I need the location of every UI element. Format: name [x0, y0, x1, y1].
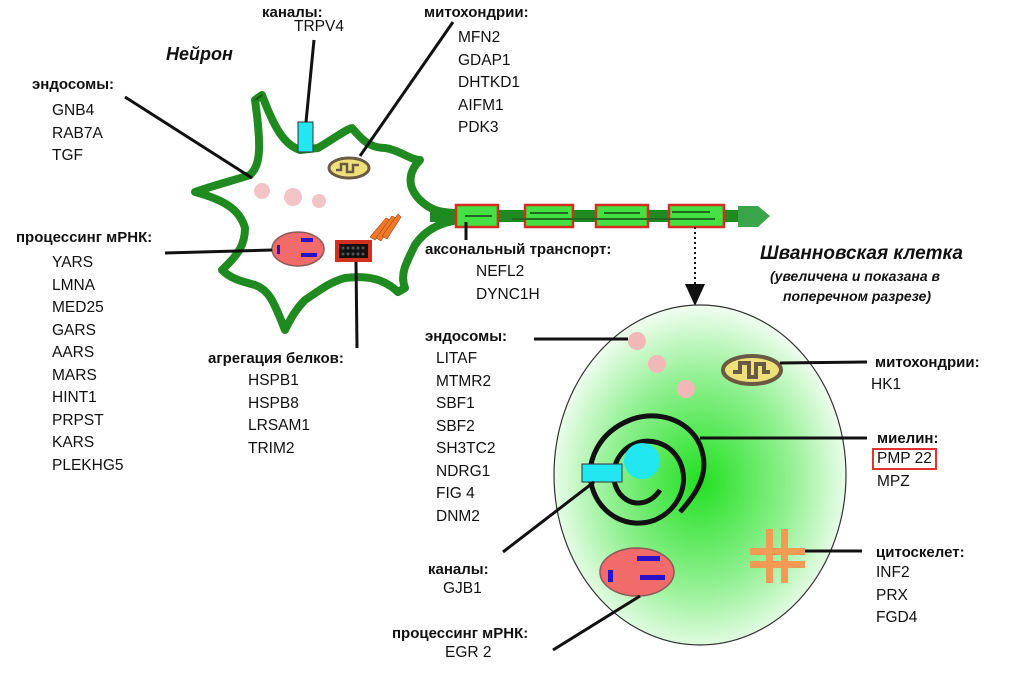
myelin-segments	[454, 203, 726, 229]
myelin-segment	[594, 203, 650, 229]
gene-name: GDAP1	[458, 51, 511, 69]
trpv4-channel-icon	[297, 121, 314, 153]
axonal-transport-genes: NEFL2 DYNC1H	[476, 261, 540, 306]
schwann-channels-label: каналы:	[428, 561, 489, 578]
schwann-cell	[553, 304, 847, 646]
schwann-mrna-label: процессинг мРНК:	[392, 625, 529, 642]
neuron-mrna-genes: YARS LMNA MED25 GARS AARS MARS HINT1 PRP…	[52, 252, 124, 477]
neuron-endosomes-label: эндосомы:	[32, 76, 115, 93]
schwann-cytoskeleton-icon	[750, 529, 805, 583]
protein-aggregation-genes: HSPB1 HSPB8 LRSAM1 TRIM2	[248, 370, 310, 460]
schwann-channels-genes: GJB1	[443, 578, 482, 601]
myelin-segment	[523, 203, 575, 229]
schwann-mitochondria-genes: HK1	[871, 374, 901, 397]
gjb1-channel-icon	[581, 463, 623, 483]
gene-name: HK1	[871, 376, 902, 393]
gene-name: LMNA	[52, 276, 96, 294]
gene-name: DNM2	[436, 507, 480, 525]
cytoskeleton-genes: INF2 PRX FGD4	[876, 562, 917, 630]
neuron-title: Нейрон	[166, 44, 233, 64]
neuron-endosomes-icon	[254, 183, 326, 208]
neuron-channels-genes: TRPV4	[294, 16, 344, 39]
gene-name: RAB7A	[52, 124, 103, 142]
gene-name: EGR 2	[445, 644, 492, 661]
gene-name: SH3TC2	[436, 440, 496, 457]
neuron-mitochondria-label: митохондрии:	[424, 4, 529, 21]
gene-name: MPZ	[877, 472, 910, 490]
zoom-arrow	[685, 227, 705, 306]
pmp22-highlighted-gene: PMP 22	[872, 448, 937, 470]
gene-name: MED25	[52, 299, 104, 316]
gene-name: YARS	[52, 254, 94, 271]
gene-name: PLEKHG5	[52, 456, 124, 474]
gene-name: MTMR2	[436, 372, 492, 390]
gene-name: PDK3	[458, 119, 499, 136]
gene-name: AARS	[52, 344, 95, 361]
gene-name: SBF2	[436, 417, 475, 435]
myelin-segment	[667, 203, 726, 229]
gene-name: NDRG1	[436, 462, 491, 480]
schwann-nucleus-icon	[599, 547, 675, 597]
cytoskeleton-label: цитоскелет:	[876, 544, 965, 561]
schwann-subtitle-line1: (увеличена и показана в	[770, 268, 940, 284]
gene-name: FIG 4	[436, 485, 475, 502]
gene-name: LITAF	[436, 350, 478, 367]
gene-name: KARS	[52, 434, 95, 451]
protein-aggregate-icon	[335, 240, 372, 262]
gene-name: PRPST	[52, 411, 104, 429]
gene-name: NEFL2	[476, 263, 525, 280]
neuron-leader-lines	[124, 21, 468, 349]
schwann-subtitle-line2: поперечном разрезе)	[783, 288, 932, 304]
schwann-mitochondrion-icon	[721, 354, 783, 386]
gene-name: HSPB8	[248, 394, 299, 412]
neuron-endosomes-genes: GNB4 RAB7A TGF	[52, 100, 103, 168]
gene-name: MARS	[52, 366, 97, 384]
neuron-mitochondria-genes: MFN2 GDAP1 DHTKD1 AIFM1 PDK3	[458, 27, 520, 140]
axon-cross-section-icon	[624, 443, 660, 479]
gene-name: HINT1	[52, 389, 97, 406]
protein-aggregation-label: агрегация белков:	[208, 350, 344, 367]
gene-name: TGF	[52, 147, 83, 164]
gene-name: DYNC1H	[476, 285, 540, 303]
gene-name: MFN2	[458, 29, 501, 46]
neuron-cytoskeleton-icon	[369, 213, 402, 242]
schwann-leader-lines	[502, 337, 868, 652]
neuron-membrane	[191, 91, 464, 334]
neuron-nucleus-icon	[271, 231, 325, 267]
gene-name: GARS	[52, 321, 96, 339]
schwann-endosomes-icon	[628, 332, 695, 398]
myelin-label: миелин:	[877, 430, 939, 447]
myelin-genes: PMP 22 MPZ	[872, 448, 937, 493]
schwann-endosomes-label: эндосомы:	[425, 328, 508, 345]
gene-name: GJB1	[443, 580, 482, 597]
neuron-mitochondrion-icon	[327, 156, 371, 180]
axon	[430, 203, 770, 229]
gene-name: HSPB1	[248, 372, 299, 389]
neuron-channels-label: каналы:	[262, 4, 323, 21]
axonal-transport-label: аксональный транспорт:	[425, 241, 612, 258]
gene-name: AIFM1	[458, 96, 504, 114]
gene-name: GNB4	[52, 102, 95, 119]
neuron-mrna-label: процессинг мРНК:	[16, 229, 153, 246]
schwann-mrna-genes: EGR 2	[445, 642, 492, 665]
gene-name: TRIM2	[248, 439, 295, 457]
gene-name: INF2	[876, 564, 910, 581]
schwann-mitochondria-label: митохондрии:	[875, 354, 980, 371]
gene-name: FGD4	[876, 609, 918, 626]
neuron-soma	[191, 91, 464, 334]
axon-terminal	[738, 206, 770, 227]
gene-name: LRSAM1	[248, 417, 311, 434]
gene-name: PRX	[876, 586, 908, 604]
gene-name: SBF1	[436, 395, 475, 412]
gene-name: TRPV4	[294, 18, 344, 35]
schwann-title: Шванновская клетка	[760, 243, 963, 264]
gene-name: DHTKD1	[458, 74, 521, 91]
schwann-endosomes-genes: LITAF MTMR2 SBF1 SBF2 SH3TC2 NDRG1 FIG 4…	[436, 348, 495, 528]
